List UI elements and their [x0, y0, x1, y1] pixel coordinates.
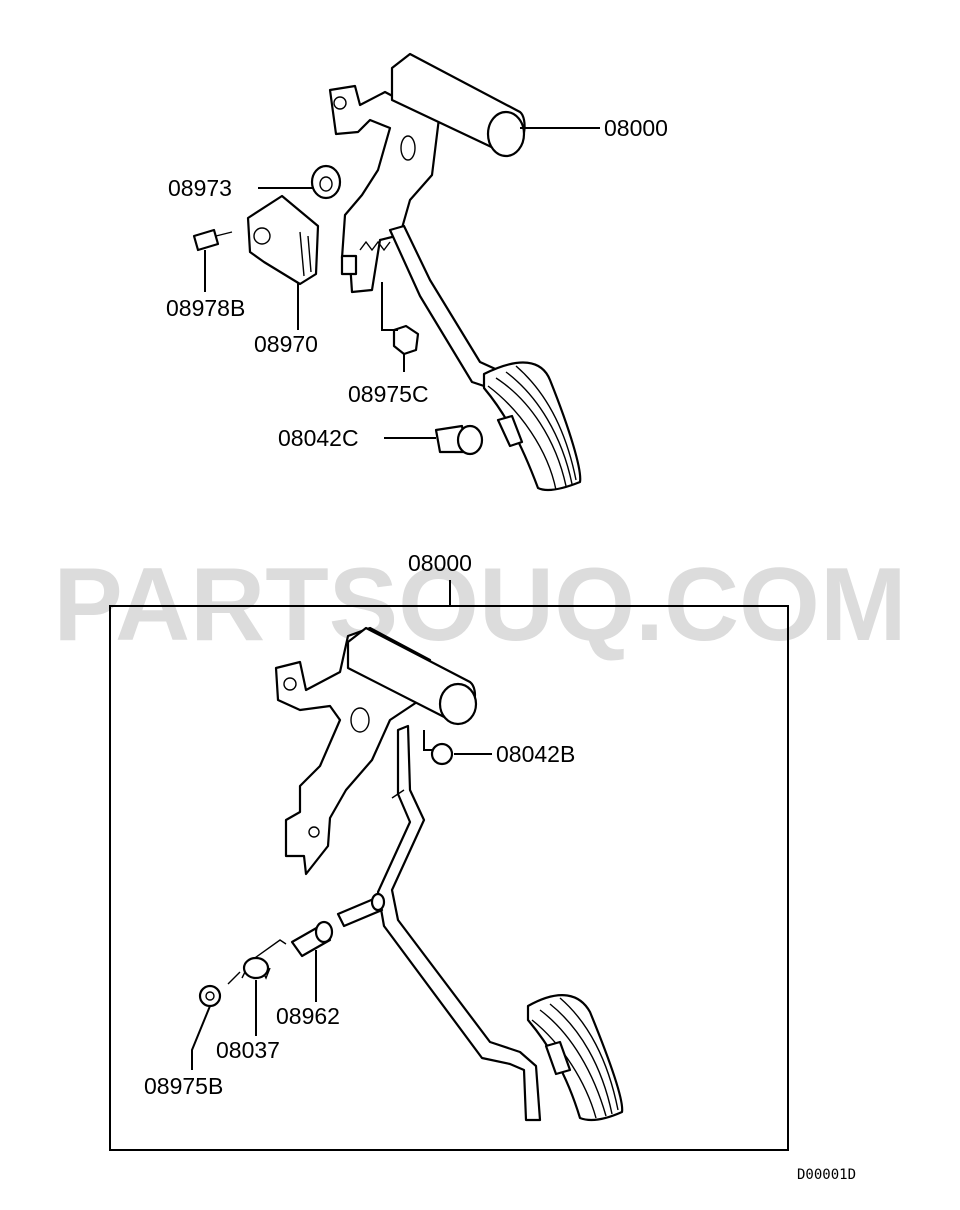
part-08973-grommet[interactable] — [310, 164, 342, 200]
bracket-hole — [333, 96, 347, 110]
label-08042C[interactable]: 08042C — [278, 425, 359, 451]
part-08970-sensor[interactable] — [246, 194, 320, 286]
bottom-pedal-pad — [526, 994, 624, 1122]
part-08975C-nut[interactable] — [392, 324, 420, 356]
label-08973[interactable]: 08973 — [168, 175, 232, 201]
tube-end — [438, 682, 478, 726]
leader-08975B — [191, 1005, 211, 1070]
exploded-view-frame — [109, 605, 789, 1151]
label-08037[interactable]: 08037 — [216, 1037, 280, 1063]
label-08962[interactable]: 08962 — [276, 1003, 340, 1029]
top-pin — [340, 254, 358, 276]
pad-rib — [487, 385, 557, 491]
label-08975C[interactable]: 08975C — [348, 381, 429, 407]
pad-mount — [496, 414, 524, 448]
part-08962-bushing[interactable] — [290, 920, 334, 958]
part-08042C-stopper[interactable] — [434, 424, 484, 456]
part-08037-spring[interactable] — [227, 939, 287, 985]
top-spring — [359, 240, 391, 252]
label-08042B[interactable]: 08042B — [496, 741, 575, 767]
leader-08975C-a — [381, 282, 398, 331]
arm-stub — [391, 789, 405, 799]
label-08970[interactable]: 08970 — [254, 331, 318, 357]
label-08978B[interactable]: 08978B — [166, 295, 245, 321]
bottom-pedal-arm — [376, 724, 542, 1122]
tube-end — [486, 110, 526, 158]
pivot-pin[interactable] — [336, 892, 386, 928]
bracket-slot — [350, 707, 370, 733]
bottom-bracket-assembly — [274, 626, 478, 876]
drawing-code: D00001D — [797, 1167, 856, 1183]
label-08000-top[interactable]: 08000 — [604, 115, 668, 141]
part-08978B-bolt[interactable] — [192, 228, 233, 252]
pad-rib — [505, 371, 573, 485]
leader-08042B-a — [423, 730, 432, 751]
bracket-hole-lower — [308, 826, 320, 838]
bracket-slot — [400, 135, 416, 161]
bracket-hole — [283, 677, 297, 691]
label-08975B[interactable]: 08975B — [144, 1073, 223, 1099]
pad-rib — [515, 365, 577, 481]
top-pedal-assembly — [328, 52, 582, 492]
label-08000-box[interactable]: 08000 — [408, 550, 472, 576]
pad-rib — [495, 377, 567, 487]
part-08975B-washer[interactable] — [198, 984, 222, 1008]
part-08042B-stopper[interactable] — [430, 742, 454, 766]
top-pedal-arm — [388, 224, 504, 392]
